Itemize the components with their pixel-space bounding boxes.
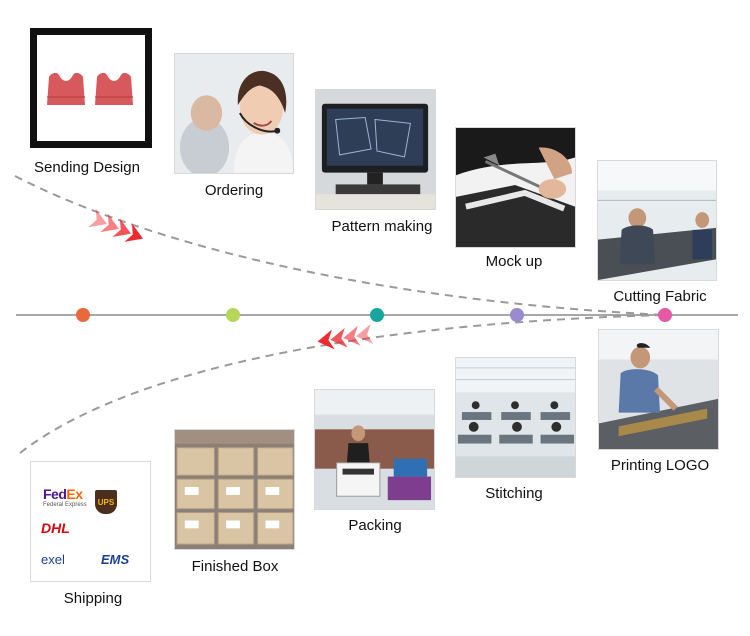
timeline-dot xyxy=(658,308,672,322)
step-label-packing: Packing xyxy=(348,517,402,534)
arrow-left-icon xyxy=(317,324,374,350)
packing-image xyxy=(314,389,435,510)
dhl-logo: DHL xyxy=(41,520,70,536)
ordering-image xyxy=(174,53,294,174)
ups-logo: UPS xyxy=(95,490,117,514)
shipping-image: FedEx Federal Express UPS DHL exel EMS xyxy=(30,461,151,582)
sending-design-image xyxy=(30,28,152,148)
finished-box-image xyxy=(174,429,295,550)
timeline-dot xyxy=(370,308,384,322)
pattern-making-image xyxy=(315,89,436,210)
step-label-mock-up: Mock up xyxy=(485,253,543,270)
fedex-logo: FedEx xyxy=(43,486,83,502)
timeline-dot xyxy=(76,308,90,322)
fedex-subtitle: Federal Express xyxy=(43,502,87,508)
timeline-dot xyxy=(510,308,524,322)
step-label-printing-logo: Printing LOGO xyxy=(610,457,710,474)
ems-logo: EMS xyxy=(101,552,130,567)
step-label-ordering: Ordering xyxy=(204,182,264,199)
mock-up-image xyxy=(455,127,576,248)
printing-logo-image xyxy=(598,329,719,450)
arrow-right-icon xyxy=(88,208,143,242)
step-label-cutting-fabric: Cutting Fabric xyxy=(613,288,707,305)
cutting-fabric-image xyxy=(597,160,717,281)
upper-flow-curve xyxy=(14,175,666,316)
step-label-sending-design: Sending Design xyxy=(34,159,140,176)
step-label-shipping: Shipping xyxy=(63,590,123,607)
step-label-pattern-making: Pattern making xyxy=(331,218,433,235)
step-label-stitching: Stitching xyxy=(485,485,543,502)
stitching-image xyxy=(455,357,576,478)
exel-logo: exel xyxy=(41,552,65,567)
step-label-finished-box: Finished Box xyxy=(191,558,279,575)
timeline-dot xyxy=(226,308,240,322)
